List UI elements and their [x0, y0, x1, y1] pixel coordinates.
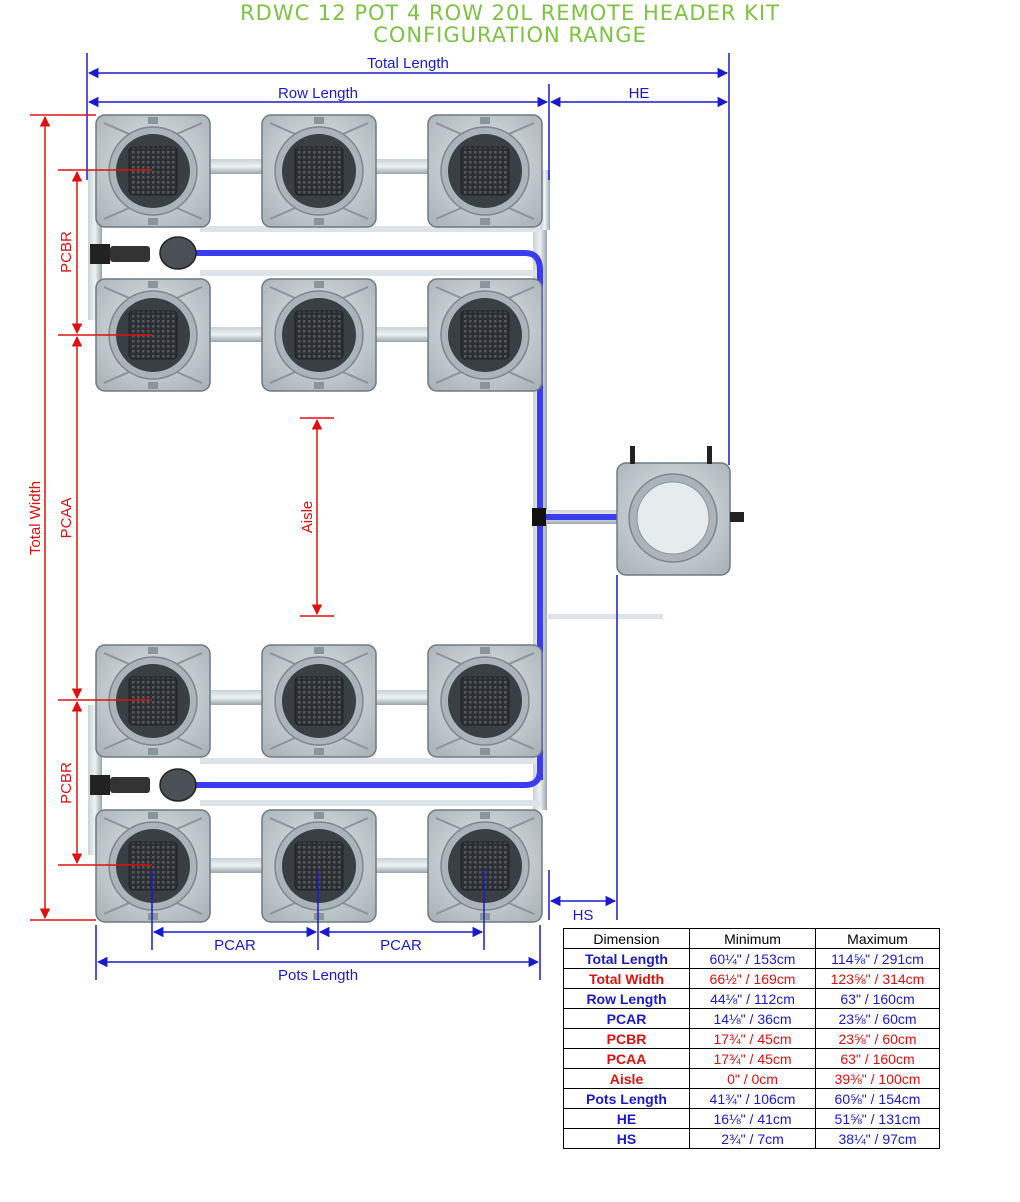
cell-dimension: PCAA	[563, 1048, 690, 1069]
header-minimum: Minimum	[689, 928, 816, 949]
header-dimension: Dimension	[563, 928, 690, 949]
header-maximum: Maximum	[815, 928, 940, 949]
title-line-2: CONFIGURATION RANGE	[373, 23, 647, 47]
cell-maximum: 114⅝" / 291cm	[815, 948, 940, 969]
label-pots-length: Pots Length	[278, 967, 358, 984]
cell-maximum: 38¼" / 97cm	[815, 1128, 940, 1149]
cell-dimension: Pots Length	[563, 1088, 690, 1109]
pot	[95, 114, 211, 228]
cell-maximum: 123⅝" / 314cm	[815, 968, 940, 989]
cell-minimum: 16⅛" / 41cm	[689, 1108, 816, 1129]
pot	[95, 809, 211, 923]
label-row-length: Row Length	[278, 85, 358, 102]
label-hs: HS	[573, 907, 594, 924]
cell-dimension: Total Width	[563, 968, 690, 989]
cell-dimension: Row Length	[563, 988, 690, 1009]
cell-dimension: PCAR	[563, 1008, 690, 1029]
label-pcbr-bottom: PCBR	[58, 762, 75, 804]
cell-maximum: 63" / 160cm	[815, 1048, 940, 1069]
pot	[261, 644, 377, 758]
page-title: RDWC 12 POT 4 ROW 20L REMOTE HEADER KIT …	[0, 2, 1020, 46]
cell-maximum: 60⅝" / 154cm	[815, 1088, 940, 1109]
header-tank	[532, 446, 744, 576]
cell-dimension: PCBR	[563, 1028, 690, 1049]
cell-minimum: 17¾" / 45cm	[689, 1028, 816, 1049]
pot	[95, 644, 211, 758]
cell-minimum: 2¾" / 7cm	[689, 1128, 816, 1149]
blue-dimensions	[86, 53, 730, 980]
blue-return-pipes	[185, 250, 617, 788]
pot	[427, 809, 543, 923]
cell-minimum: 41¾" / 106cm	[689, 1088, 816, 1109]
cell-dimension: Aisle	[563, 1068, 690, 1089]
red-dimensions	[30, 114, 334, 921]
cell-maximum: 51⅝" / 131cm	[815, 1108, 940, 1129]
pump-top	[90, 236, 197, 270]
cell-minimum: 44⅛" / 112cm	[689, 988, 816, 1009]
label-pcar-left: PCAR	[214, 937, 256, 954]
cell-dimension: HE	[563, 1108, 690, 1129]
label-pcar-right: PCAR	[380, 937, 422, 954]
pot	[261, 809, 377, 923]
title-line-1: RDWC 12 POT 4 ROW 20L REMOTE HEADER KIT	[240, 1, 780, 25]
cell-maximum: 63" / 160cm	[815, 988, 940, 1009]
cell-minimum: 17¾" / 45cm	[689, 1048, 816, 1069]
cell-minimum: 66½" / 169cm	[689, 968, 816, 989]
cell-minimum: 60¼" / 153cm	[689, 948, 816, 969]
pot	[261, 114, 377, 228]
pot	[261, 278, 377, 392]
pot	[427, 644, 543, 758]
cell-minimum: 14⅛" / 36cm	[689, 1008, 816, 1029]
label-pcbr-top: PCBR	[58, 231, 75, 273]
pot	[427, 278, 543, 392]
pot	[427, 114, 543, 228]
pump-bottom	[90, 768, 197, 802]
cell-dimension: HS	[563, 1128, 690, 1149]
table-header-row: Dimension Minimum Maximum	[563, 928, 940, 949]
cell-maximum: 23⅝" / 60cm	[815, 1028, 940, 1049]
cell-maximum: 23⅝" / 60cm	[815, 1008, 940, 1029]
label-aisle: Aisle	[299, 501, 316, 534]
label-total-width: Total Width	[27, 481, 44, 555]
cell-minimum: 0" / 0cm	[689, 1068, 816, 1089]
cell-maximum: 39⅜" / 100cm	[815, 1068, 940, 1089]
label-pcaa: PCAA	[58, 498, 75, 539]
cell-dimension: Total Length	[563, 948, 690, 969]
label-total-length: Total Length	[367, 55, 449, 72]
label-he: HE	[629, 85, 650, 102]
